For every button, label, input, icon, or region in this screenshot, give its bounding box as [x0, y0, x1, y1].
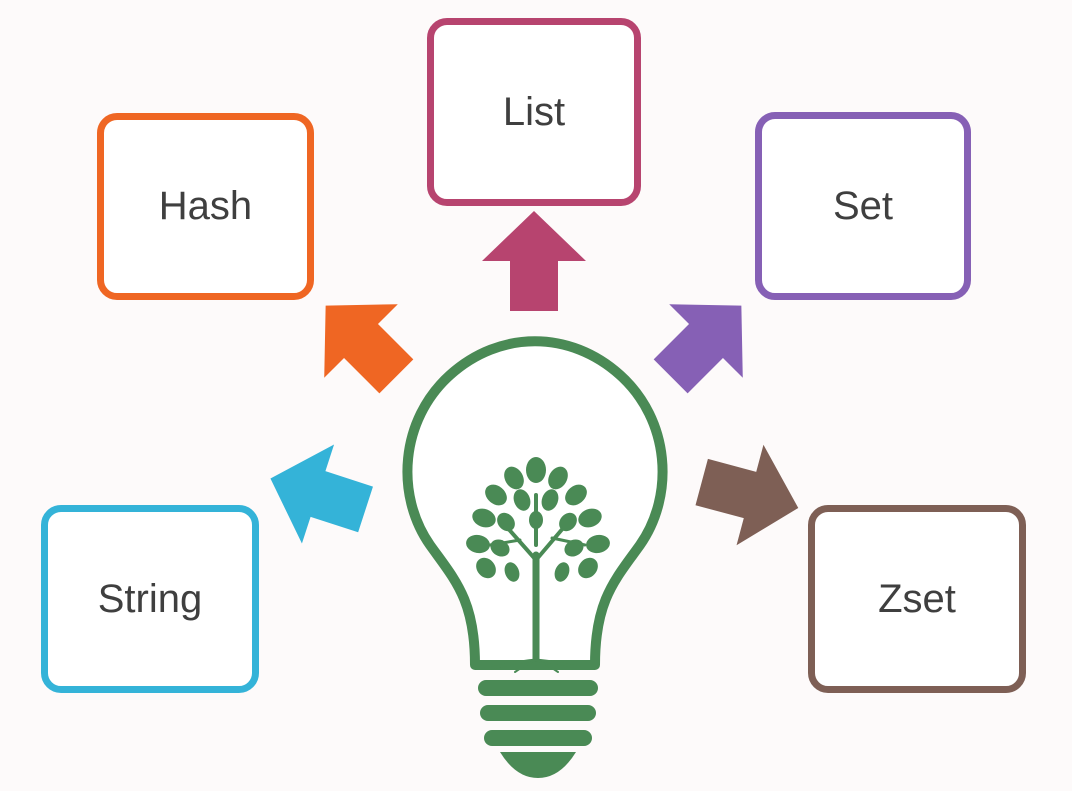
set-box: Set — [755, 112, 971, 300]
string-label: String — [97, 576, 203, 621]
zset-label: Zset — [878, 576, 956, 621]
hash-label: Hash — [158, 184, 253, 228]
arrow-to-set — [633, 268, 779, 414]
arrow-to-list — [482, 211, 586, 311]
arrow-to-zset — [688, 431, 812, 559]
lightbulb-tree-icon — [402, 336, 668, 778]
list-label: List — [502, 89, 566, 134]
hash-box: Hash — [97, 113, 314, 300]
zset-box: Zset — [808, 505, 1026, 693]
arrow-to-string — [254, 429, 382, 559]
list-box: List — [427, 18, 641, 206]
set-label: Set — [832, 183, 894, 228]
string-box: String — [41, 505, 259, 693]
